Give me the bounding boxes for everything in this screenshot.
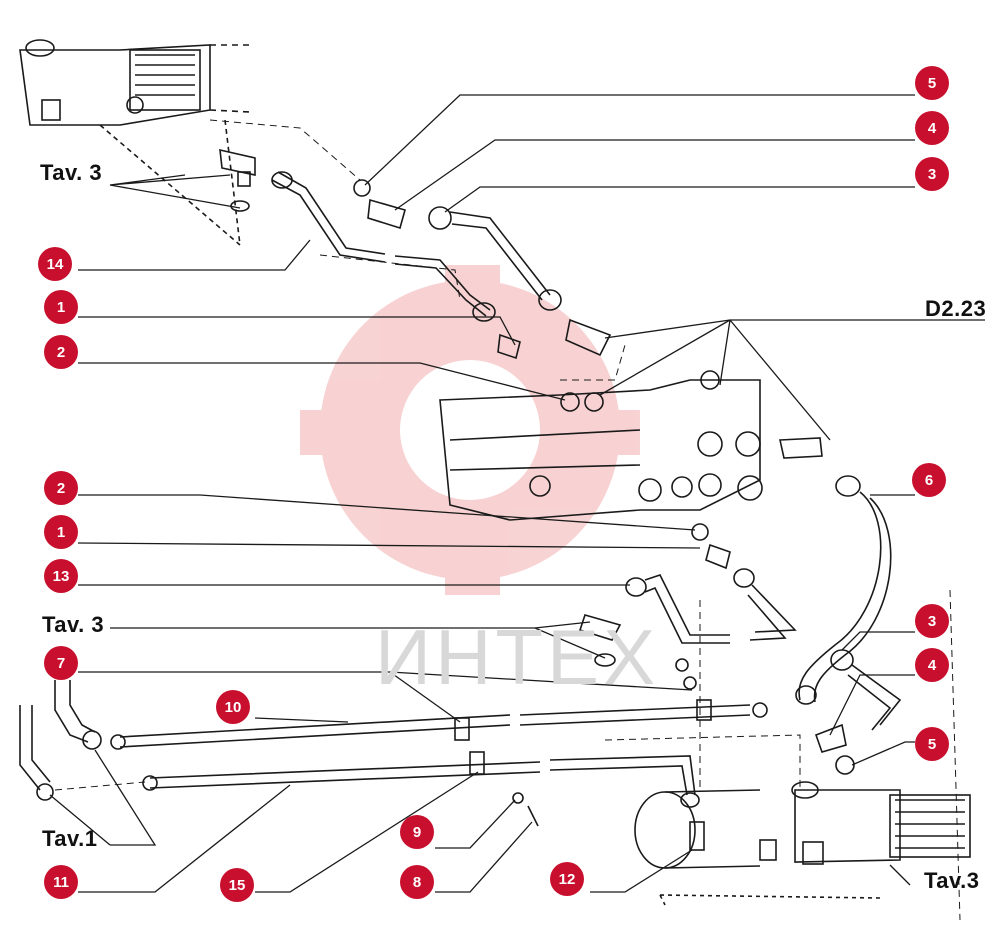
callout-3-bottom[interactable]: 3: [915, 604, 949, 638]
callout-9[interactable]: 9: [400, 815, 434, 849]
ref-tav3-bottom: Tav.3: [924, 868, 980, 893]
dashed-guides: [54, 119, 961, 921]
callout-2-top[interactable]: 2: [44, 335, 78, 369]
pipe-3-lower: [814, 649, 902, 775]
watermark-text: ИНТЕХ: [375, 613, 660, 701]
leader-lines: [49, 94, 985, 893]
callout-8[interactable]: 8: [400, 865, 434, 899]
callout-12[interactable]: 12: [550, 862, 584, 896]
callout-1-mid[interactable]: 1: [44, 515, 78, 549]
hose-6: [795, 475, 892, 705]
top-left-housing: [19, 39, 251, 126]
drawing-code: D2.23: [925, 296, 987, 321]
callout-14[interactable]: 14: [38, 247, 72, 281]
callout-4-bottom[interactable]: 4: [915, 648, 949, 682]
pipe-3-upper: [428, 206, 562, 311]
callout-6[interactable]: 6: [912, 463, 946, 497]
watermark-logo: [300, 265, 640, 595]
ref-tav3-mid: Tav. 3: [42, 612, 105, 637]
callout-5-bottom[interactable]: 5: [915, 727, 949, 761]
callout-4-top[interactable]: 4: [915, 111, 949, 145]
callout-5-top[interactable]: 5: [915, 66, 949, 100]
fittings-upper: [353, 179, 612, 412]
left-hoses: [19, 680, 102, 801]
callout-15[interactable]: 15: [220, 868, 254, 902]
callout-11[interactable]: 11: [44, 865, 78, 899]
fittings-middle: [578, 523, 731, 690]
callout-2-mid[interactable]: 2: [44, 471, 78, 505]
callout-10[interactable]: 10: [216, 690, 250, 724]
rod-10: [110, 699, 768, 750]
pipe-13: [625, 568, 797, 644]
top-left-fitting: [99, 119, 256, 246]
callout-1-top[interactable]: 1: [44, 290, 78, 324]
ref-tav1: Tav.1: [42, 826, 98, 851]
callout-7[interactable]: 7: [44, 646, 78, 680]
ref-tav3-top: Tav. 3: [40, 160, 103, 185]
bottom-right-assembly: [634, 781, 971, 906]
callout-13[interactable]: 13: [44, 559, 78, 593]
callout-3-top[interactable]: 3: [915, 157, 949, 191]
